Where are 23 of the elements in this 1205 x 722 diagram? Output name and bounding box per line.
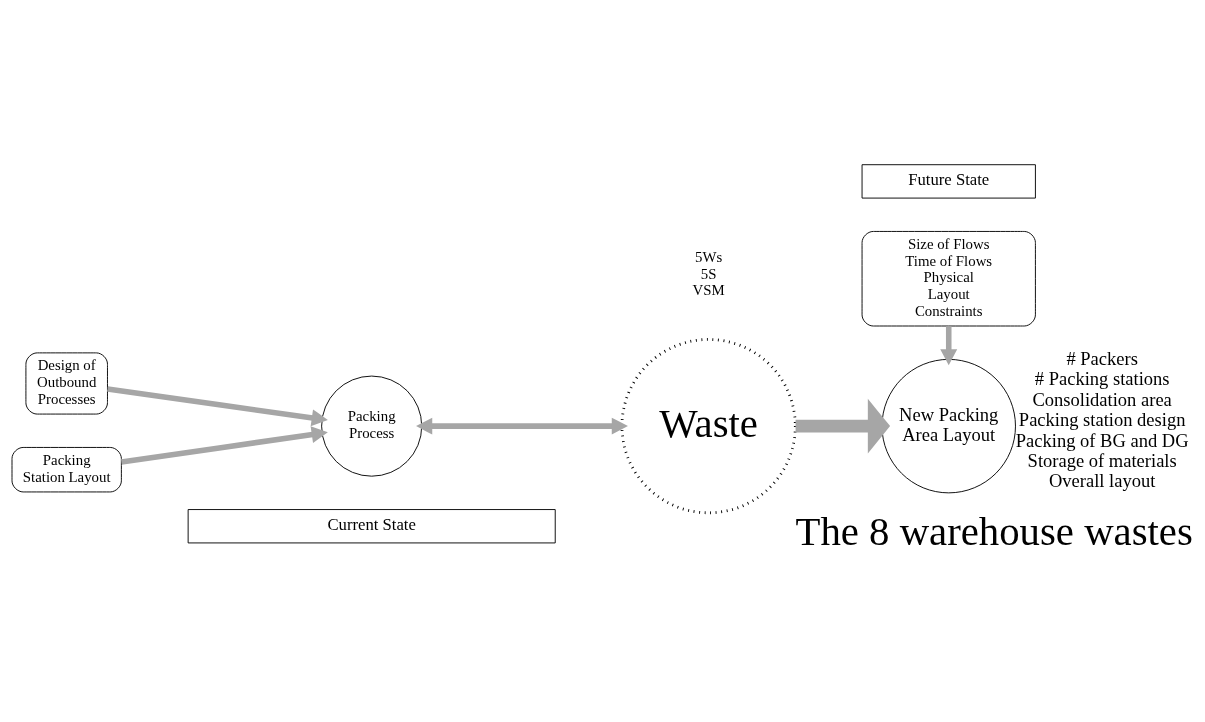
node-box: Future State <box>861 164 1036 199</box>
node-label: # Packing stations <box>1034 368 1170 390</box>
node-label: The 8 warehouse wastes <box>795 509 1193 555</box>
label: 5S <box>700 265 717 282</box>
node-box: Packing Station Layout <box>11 446 122 493</box>
label: VSM <box>692 282 725 299</box>
label: 5Ws <box>695 248 723 265</box>
node-label: Overall layout <box>1048 470 1156 492</box>
arrow <box>416 417 628 435</box>
node-box: Current State <box>187 509 556 544</box>
node-label: Packing of BG and DG <box>1015 429 1189 451</box>
node-label: Packing station design <box>1018 409 1186 431</box>
node-label: Consolidation area <box>1032 388 1172 410</box>
node-circle: Packing Process <box>321 375 423 477</box>
arrow <box>107 386 328 427</box>
node-box: Design of Outbound Processes <box>25 352 108 415</box>
arrow <box>940 326 958 366</box>
node-circle: Waste <box>620 338 797 515</box>
arrow <box>121 426 328 465</box>
node-label: # Packers <box>1066 347 1138 369</box>
node-circle: New Packing Area Layout <box>881 358 1016 494</box>
node-box: Size of Flows Time of Flows Physical Layout Constraints <box>861 231 1036 327</box>
arrow <box>795 398 891 454</box>
